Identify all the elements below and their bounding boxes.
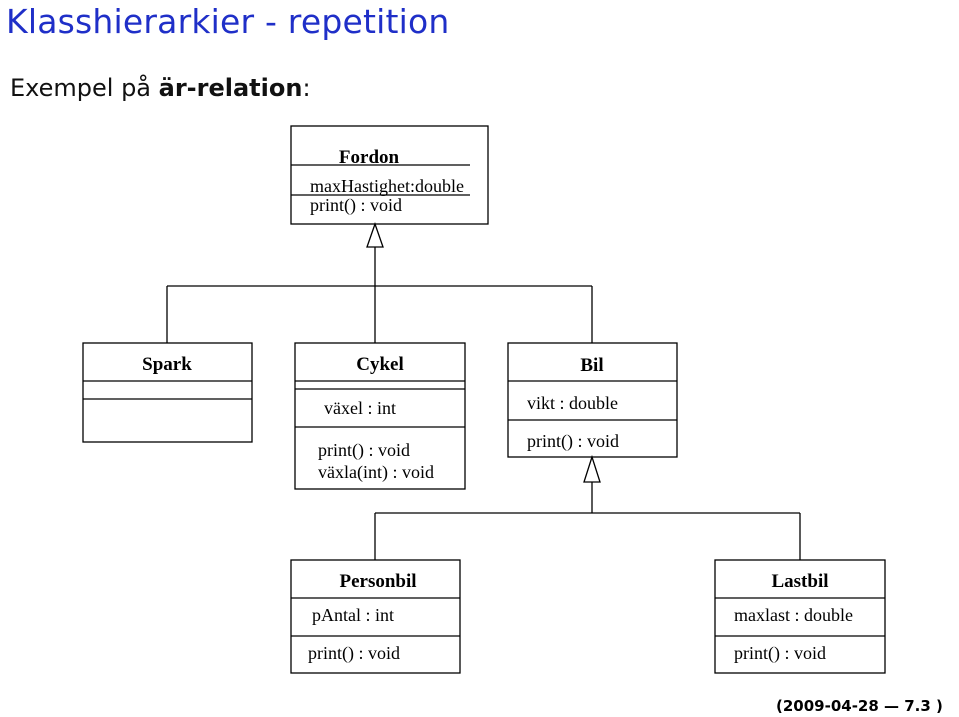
slide-subtitle: Exempel på är-relation: xyxy=(10,74,311,102)
slide-footer: (2009-04-28 — 7.3 ) xyxy=(776,697,943,715)
class-method: print() : void xyxy=(318,440,410,461)
slide-title: Klasshierarkier - repetition xyxy=(6,2,450,41)
class-method: print() : void xyxy=(310,195,402,216)
class-name-bil: Bil xyxy=(580,355,603,376)
subtitle-suffix: : xyxy=(302,74,311,102)
class-name-lastbil: Lastbil xyxy=(771,571,828,592)
class-name-spark: Spark xyxy=(142,354,192,375)
class-attribute: vikt : double xyxy=(527,393,618,413)
inheritance-fordon xyxy=(166,222,593,343)
class-name-personbil: Personbil xyxy=(339,571,416,592)
inheritance-bil xyxy=(374,454,801,560)
class-box-fordon xyxy=(290,125,489,225)
class-box-cykel xyxy=(294,342,466,490)
subtitle-prefix: Exempel på xyxy=(10,74,159,102)
class-method: print() : void xyxy=(527,431,619,452)
class-method: växla(int) : void xyxy=(318,462,434,483)
class-method: print() : void xyxy=(734,643,826,664)
class-attribute: maxHastighet:double xyxy=(310,176,464,196)
subtitle-keyword: är-relation xyxy=(158,74,303,102)
class-box-lastbil xyxy=(714,559,886,674)
class-name-cykel: Cykel xyxy=(356,354,404,375)
class-name-fordon: Fordon xyxy=(339,147,400,168)
class-attribute: pAntal : int xyxy=(312,605,394,625)
class-attribute: maxlast : double xyxy=(734,605,853,625)
class-method: print() : void xyxy=(308,643,400,664)
class-attribute: växel : int xyxy=(324,398,396,418)
